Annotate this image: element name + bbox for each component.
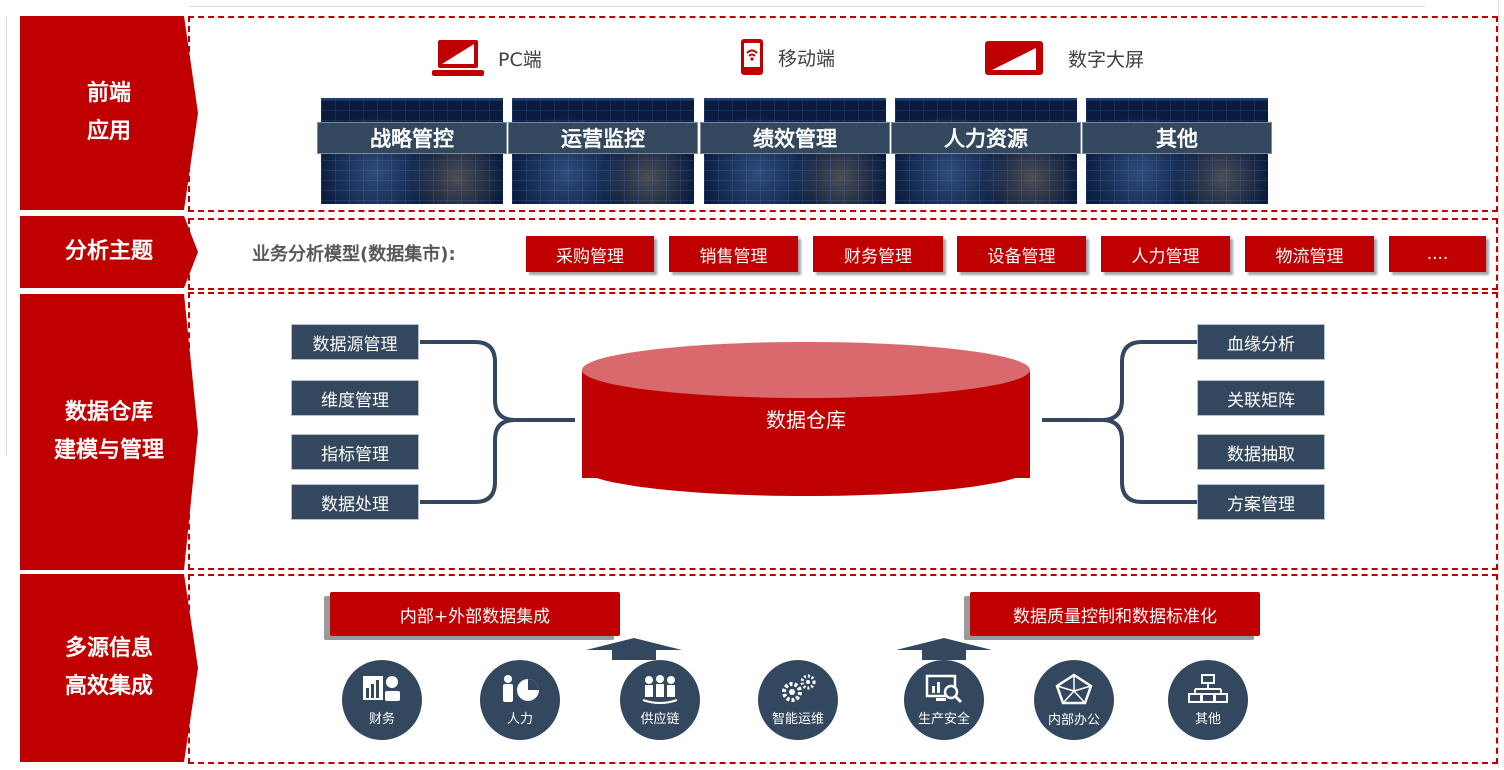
device-label: 数字大屏 — [1068, 48, 1145, 71]
source-label: 人力 — [506, 711, 533, 727]
wh-right-item[interactable]: 方案管理 — [1197, 484, 1325, 520]
analysis-intro: 业务分析模型(数据集市): — [252, 244, 456, 265]
source-supply-chain[interactable]: 供应链 — [620, 660, 700, 740]
topic-sales[interactable]: 销售管理 — [669, 236, 798, 272]
warehouse-center-label: 数据仓库 — [766, 408, 846, 432]
source-label: 智能运维 — [771, 711, 824, 727]
right-border — [1498, 0, 1499, 768]
row-label-integration: 多源信息 高效集成 — [20, 574, 198, 762]
app-screen-operations[interactable]: 运营监控 — [508, 98, 698, 204]
source-finance[interactable]: 财务 — [342, 660, 422, 740]
supply-chain-icon — [642, 674, 678, 704]
topic-hr[interactable]: 人力管理 — [1101, 236, 1230, 272]
app-caption: 战略管控 — [317, 122, 507, 154]
big-screen-icon — [985, 41, 1043, 75]
app-screen-performance[interactable]: 绩效管理 — [700, 98, 890, 204]
finance-icon — [363, 675, 400, 701]
right-bracket-connector — [1042, 340, 1197, 504]
wh-right-item[interactable]: 血缘分析 — [1197, 324, 1325, 360]
source-label: 财务 — [368, 711, 395, 727]
warehouse-cylinder-top — [582, 342, 1030, 398]
source-label: 其他 — [1194, 711, 1221, 727]
banner-data-quality: 数据质量控制和数据标准化 — [970, 592, 1260, 636]
app-caption: 人力资源 — [891, 122, 1081, 154]
app-caption: 运营监控 — [508, 122, 698, 154]
wh-left-item[interactable]: 指标管理 — [291, 434, 419, 470]
source-hr[interactable]: 人力 — [480, 660, 560, 740]
app-screen-hr[interactable]: 人力资源 — [891, 98, 1081, 204]
device-pc: PC端 — [432, 38, 542, 78]
device-label: PC端 — [498, 48, 542, 71]
pentagon-icon — [1055, 673, 1093, 704]
topic-equipment[interactable]: 设备管理 — [957, 236, 1086, 272]
topic-purchasing[interactable]: 采购管理 — [526, 236, 654, 272]
wh-left-item[interactable]: 数据源管理 — [291, 324, 419, 360]
device-mobile: 移动端 — [740, 38, 835, 76]
left-border — [6, 16, 7, 456]
warehouse-region — [188, 292, 1498, 570]
source-label: 供应链 — [640, 711, 680, 727]
app-caption: 绩效管理 — [700, 122, 890, 154]
frontend-region — [188, 16, 1498, 212]
monitor-search-icon — [925, 674, 963, 703]
app-screen-strategy[interactable]: 战略管控 — [317, 98, 507, 204]
app-caption: 其他 — [1082, 122, 1272, 154]
wh-right-item[interactable]: 数据抽取 — [1197, 434, 1325, 470]
row-label-frontend: 前端 应用 — [20, 16, 198, 210]
source-other[interactable]: 其他 — [1168, 660, 1248, 740]
up-arrow-right — [896, 638, 992, 660]
network-icon — [1188, 673, 1228, 703]
gears-icon — [782, 674, 816, 702]
wh-right-item[interactable]: 关联矩阵 — [1197, 380, 1325, 416]
hr-icon — [503, 674, 539, 702]
top-border — [190, 6, 1425, 7]
source-office[interactable]: 内部办公 — [1034, 660, 1114, 740]
row-label-analysis: 分析主题 — [20, 216, 198, 288]
wh-left-item[interactable]: 维度管理 — [291, 380, 419, 416]
source-smart-ops[interactable]: 智能运维 — [758, 660, 838, 740]
banner-data-integration: 内部+外部数据集成 — [330, 592, 620, 636]
device-big-screen: 数字大屏 — [984, 40, 1144, 76]
source-label: 内部办公 — [1047, 712, 1100, 728]
wh-left-item[interactable]: 数据处理 — [291, 484, 419, 520]
source-production-safety[interactable]: 生产安全 — [904, 660, 984, 740]
up-arrow-left — [586, 638, 682, 660]
topic-finance[interactable]: 财务管理 — [813, 236, 943, 272]
laptop-icon — [432, 40, 484, 76]
row-label-warehouse: 数据仓库 建模与管理 — [20, 294, 198, 570]
app-screen-other[interactable]: 其他 — [1082, 98, 1272, 204]
mobile-wifi-icon — [741, 39, 763, 75]
device-label: 移动端 — [778, 47, 836, 70]
topic-logistics[interactable]: 物流管理 — [1245, 236, 1374, 272]
topic-more[interactable]: .... — [1389, 236, 1486, 272]
integration-region — [188, 574, 1498, 764]
source-label: 生产安全 — [917, 711, 970, 727]
analysis-region — [188, 218, 1498, 290]
left-bracket-connector — [420, 340, 575, 504]
